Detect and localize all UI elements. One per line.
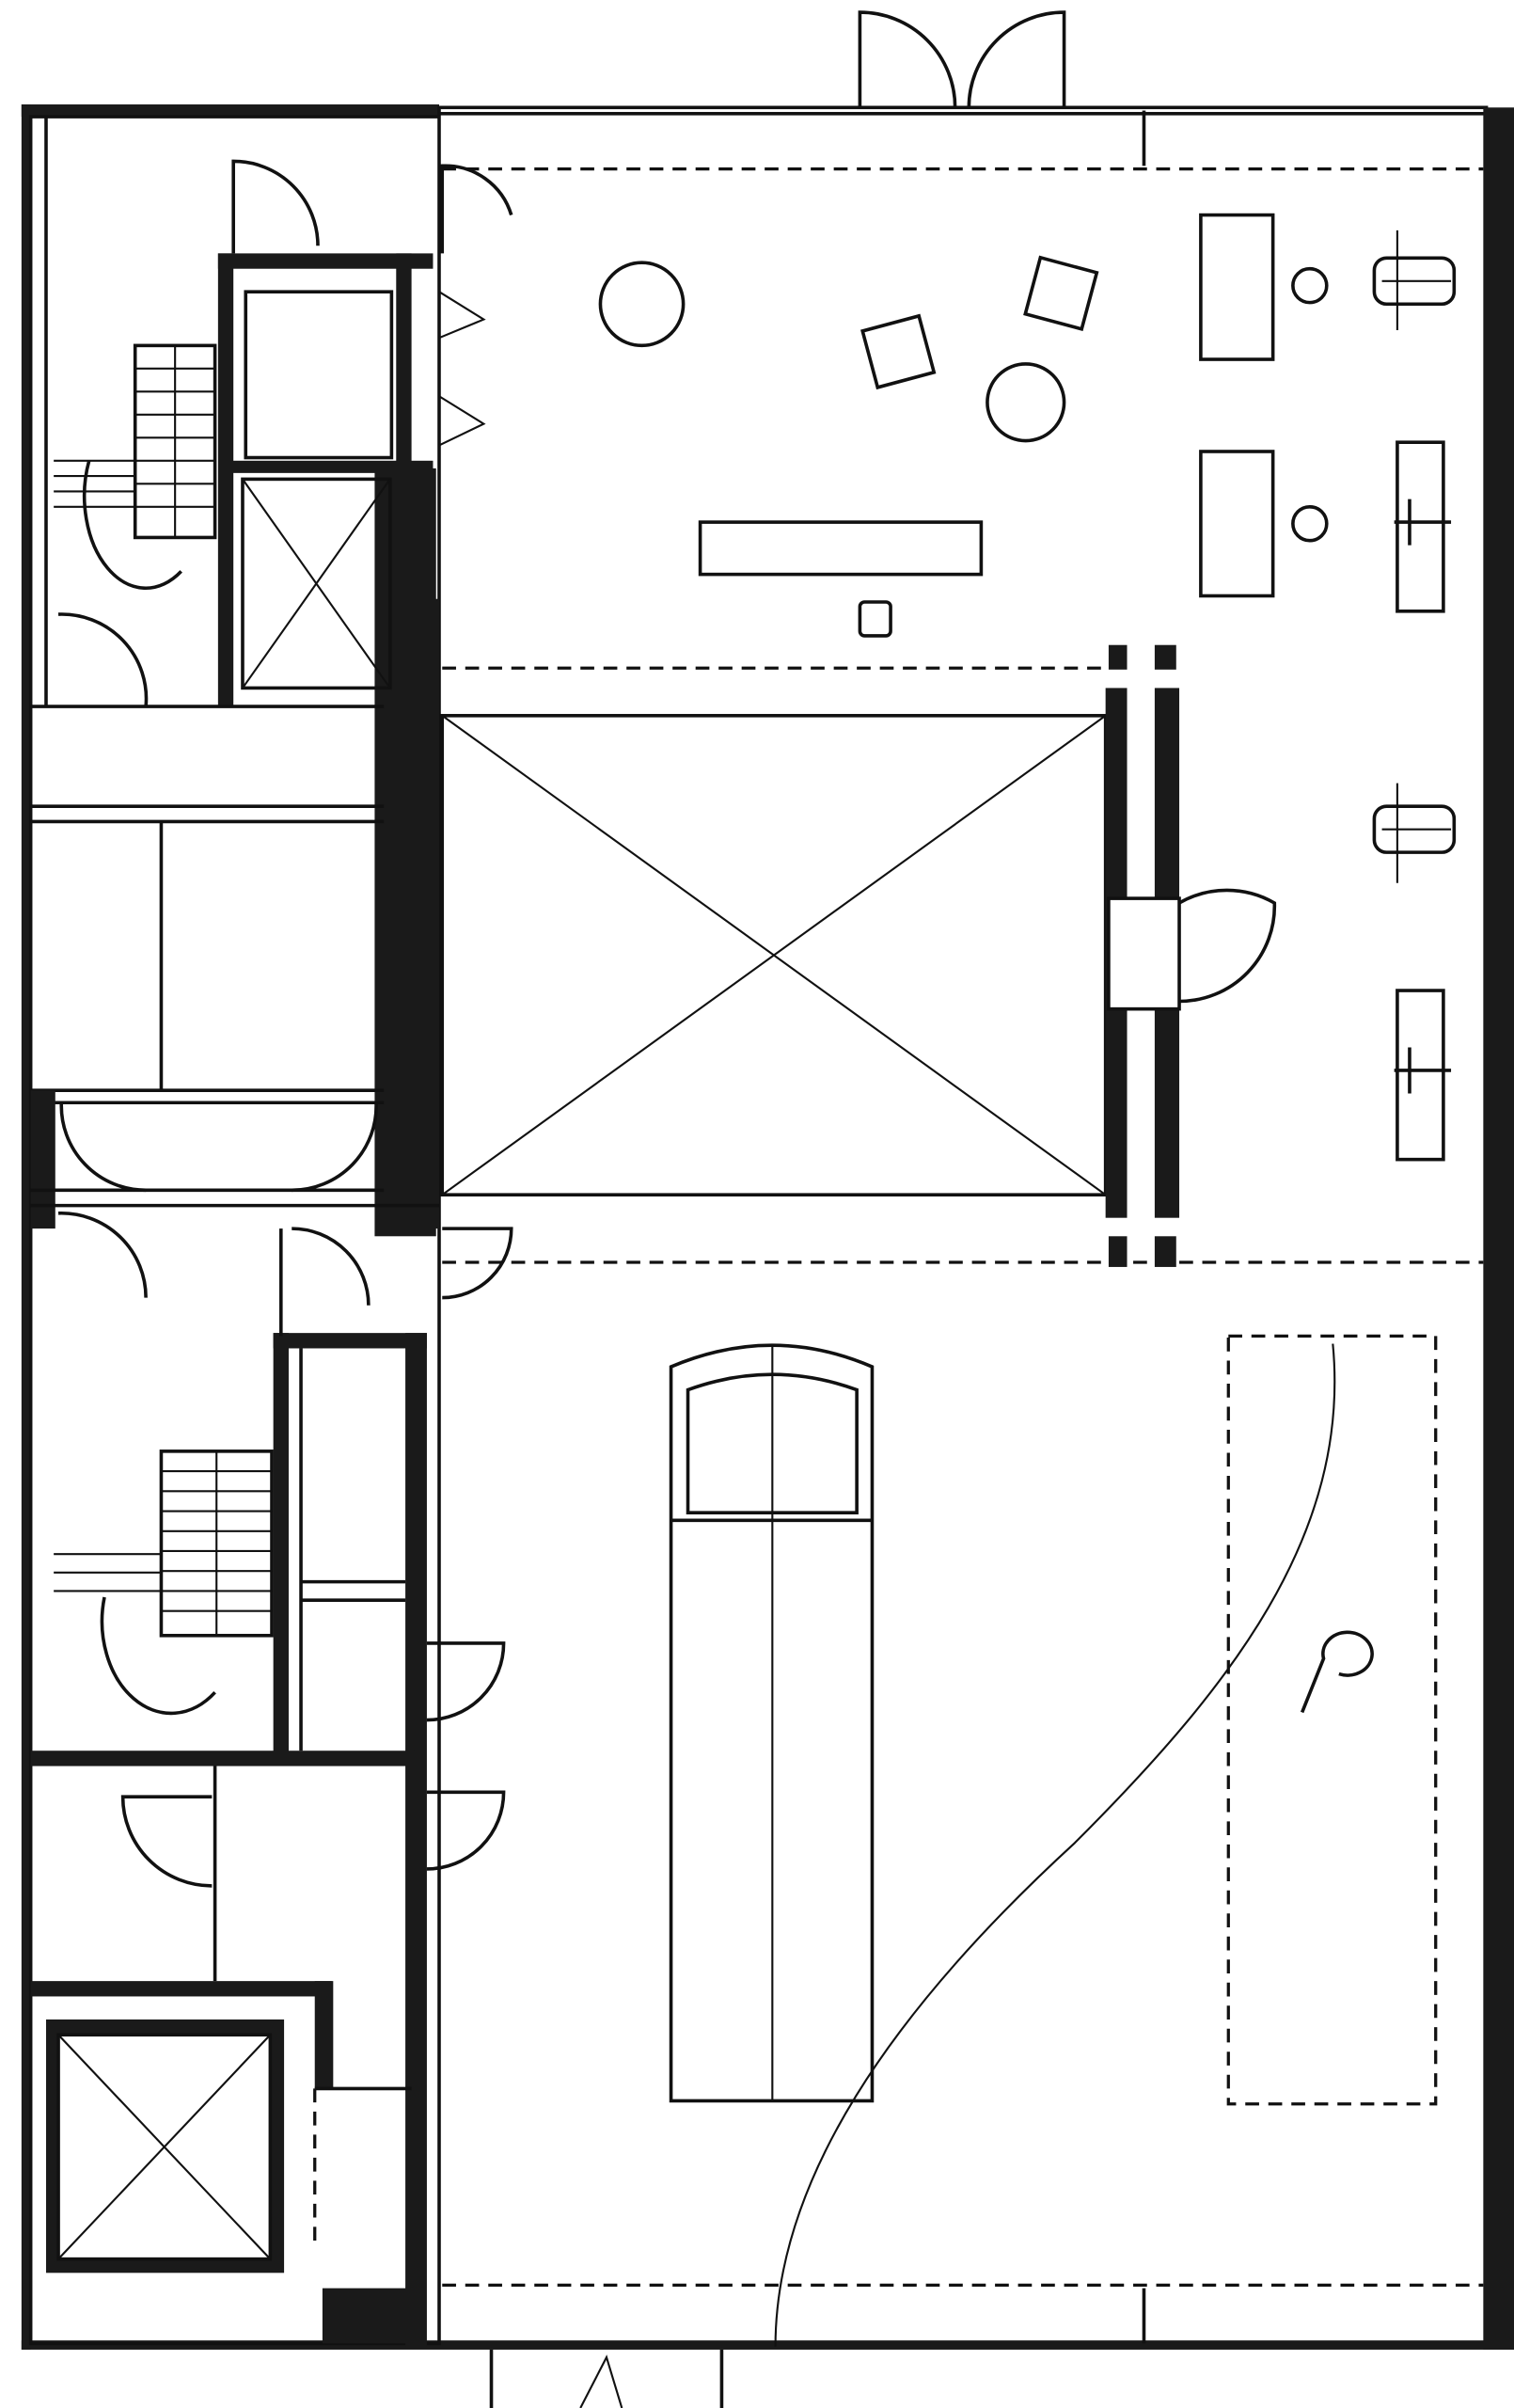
atrium-void xyxy=(440,644,1277,1267)
left-service-core xyxy=(28,115,441,2347)
toilet-fixtures xyxy=(1372,230,1457,1162)
stair-lower xyxy=(54,1450,274,1716)
elevator-upper xyxy=(241,477,392,690)
vehicle xyxy=(669,1343,875,2103)
interior-doors xyxy=(57,159,513,1888)
exterior-walls xyxy=(21,104,1514,2350)
parking-zone xyxy=(774,1334,1438,2347)
rear-entrance-door xyxy=(489,2349,724,2408)
main-entrance-door xyxy=(858,10,1066,108)
furniture xyxy=(598,213,1329,638)
elevator-lower xyxy=(45,2019,285,2273)
stair-upper xyxy=(54,343,217,590)
shaft-upper xyxy=(244,290,394,460)
